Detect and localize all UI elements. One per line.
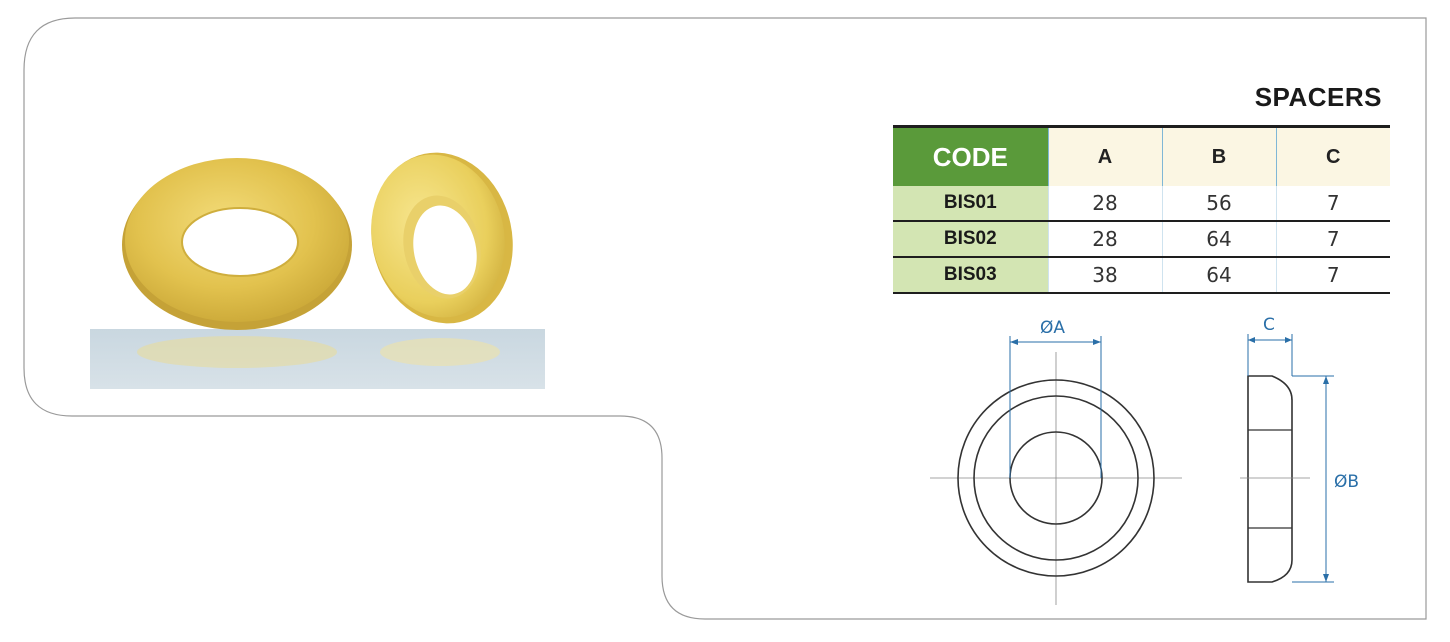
column-header-b: B bbox=[1161, 125, 1276, 186]
cell-code: BIS01 bbox=[893, 186, 1048, 222]
dimension-c bbox=[1247, 334, 1293, 376]
dimension-label-c: C bbox=[1263, 315, 1275, 335]
front-view bbox=[930, 352, 1182, 605]
dimension-b bbox=[1292, 375, 1334, 583]
dimension-label-b: ØB bbox=[1334, 472, 1359, 492]
cell-b: 64 bbox=[1161, 221, 1276, 258]
cell-c: 7 bbox=[1275, 221, 1390, 258]
brass-washer-flat bbox=[122, 158, 352, 330]
product-title: SPACERS bbox=[1254, 82, 1382, 112]
spacer-spec-table: CODE A B C BIS01 28 56 7 BIS02 28 64 7 B… bbox=[893, 125, 1390, 294]
dimension-a bbox=[1009, 336, 1102, 478]
column-header-code: CODE bbox=[893, 125, 1048, 186]
table-row: BIS03 38 64 7 bbox=[893, 257, 1390, 294]
outer-circle bbox=[957, 379, 1155, 577]
bevel-circle bbox=[973, 395, 1139, 561]
cell-a: 28 bbox=[1047, 186, 1162, 222]
cell-a: 38 bbox=[1047, 257, 1162, 294]
column-header-a: A bbox=[1047, 125, 1162, 186]
cell-code: BIS02 bbox=[893, 221, 1048, 258]
side-view bbox=[1240, 375, 1310, 583]
cell-code: BIS03 bbox=[893, 257, 1048, 294]
cell-a: 28 bbox=[1047, 221, 1162, 258]
cell-c: 7 bbox=[1275, 186, 1390, 222]
brass-washer-tilted bbox=[371, 152, 513, 324]
table-row: BIS01 28 56 7 bbox=[893, 186, 1390, 222]
table-row: BIS02 28 64 7 bbox=[893, 221, 1390, 258]
table-header-row: CODE A B C bbox=[893, 125, 1390, 186]
column-header-c: C bbox=[1275, 125, 1390, 186]
cell-c: 7 bbox=[1275, 257, 1390, 294]
dimension-label-a: ØA bbox=[1040, 318, 1065, 338]
cell-b: 56 bbox=[1161, 186, 1276, 222]
cell-b: 64 bbox=[1161, 257, 1276, 294]
